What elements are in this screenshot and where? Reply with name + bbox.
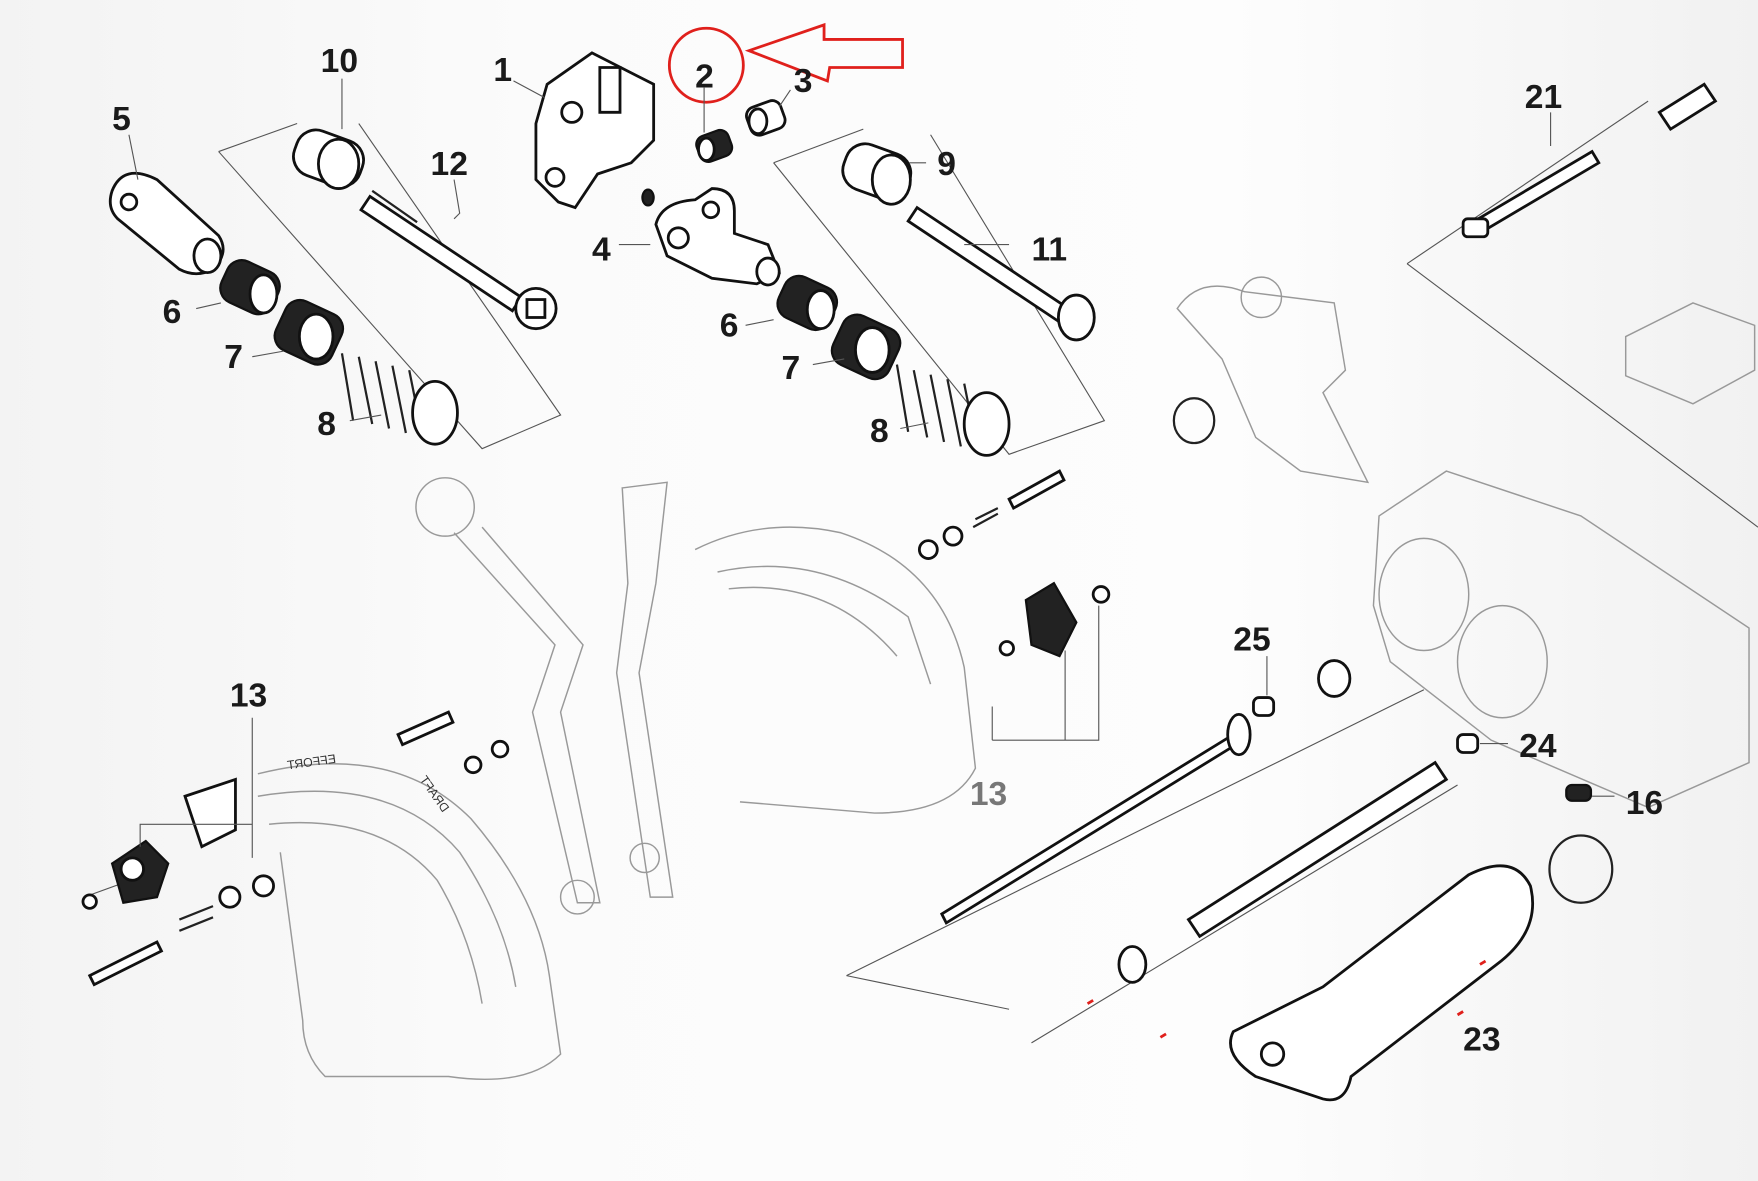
label-23: 23 [1463,1022,1500,1059]
label-4: 4 [592,231,611,268]
label-5: 5 [112,101,131,138]
part-6-ring-right [776,274,839,332]
label-13-right: 13 [970,776,1007,813]
plate-effort-text: EFFORT [286,752,337,773]
part-8-spring-left [340,353,459,446]
plate-draft-text: DRAFT [417,773,452,815]
part-4-clevis [654,187,781,287]
label-6-right: 6 [720,308,739,345]
label-13-left: 13 [230,678,267,715]
label-7-left: 7 [224,339,243,376]
part-10-bushing [292,128,365,190]
label-24: 24 [1519,728,1557,765]
label-16: 16 [1626,785,1663,822]
label-12: 12 [431,146,468,183]
label-6-left: 6 [163,294,182,331]
highlight-arrow-icon [744,22,904,83]
lever-assembly: EFFORT DRAFT [257,477,977,1081]
highlight-circle [667,26,745,104]
label-2: 2 [695,59,714,96]
label-1: 1 [493,52,512,89]
part-1-bracket [534,51,656,210]
label-9: 9 [937,146,956,183]
label-25: 25 [1233,621,1270,658]
hardware-top [917,469,1111,658]
part-2-bushing [695,128,734,163]
part-12-bolt [359,189,558,331]
part-21-rod [1461,82,1718,239]
label-21: 21 [1525,79,1562,116]
label-8-right: 8 [870,413,889,450]
part-7-plug-left [273,298,345,366]
label-11: 11 [1031,231,1067,268]
part-11-bolt [906,205,1096,342]
part-9-bushing [841,142,913,206]
part-7-plug-right [830,313,902,381]
part-5-pin [108,171,225,276]
hydraulic-housing [1172,276,1756,809]
label-8-left: 8 [317,406,336,443]
label-10: 10 [321,43,358,80]
part-8-spring-right [895,364,1011,457]
shafts [939,659,1614,1102]
hardware-left [81,710,510,987]
red-marks [1086,959,1487,1039]
part-6-ring-left [219,259,281,316]
label-7-right: 7 [781,350,800,387]
part-3-bushing [745,99,787,137]
highlight-marker [667,22,904,104]
label-3: 3 [794,63,813,100]
